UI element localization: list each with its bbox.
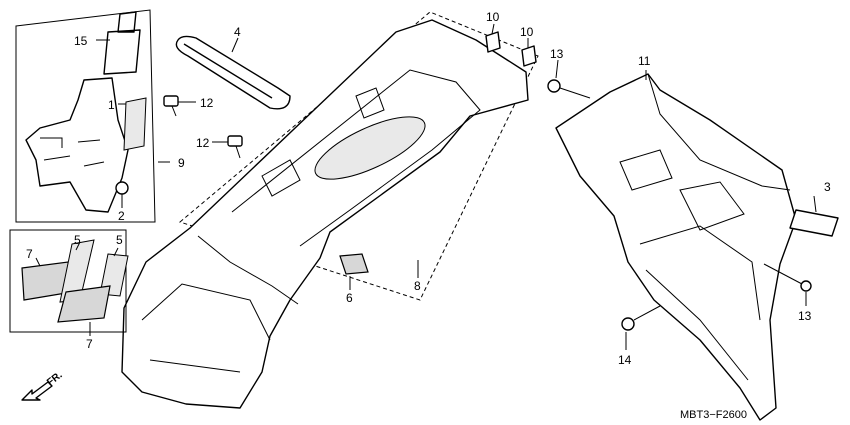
front-direction-arrow: FR.	[21, 370, 65, 401]
bolt-part-12-upper	[163, 95, 179, 117]
callout-2: 2	[118, 209, 125, 223]
callout-15: 15	[74, 34, 88, 48]
callout-7-lower: 7	[86, 337, 93, 351]
callout-9: 9	[178, 156, 185, 170]
bolt-part-13-lower	[763, 263, 812, 292]
callout-4: 4	[234, 25, 241, 39]
callout-12-upper: 12	[200, 96, 214, 110]
callout-13-upper: 13	[550, 47, 564, 61]
callout-13-lower: 13	[798, 309, 812, 323]
bolt-part-13-upper	[547, 79, 591, 99]
callout-6: 6	[346, 291, 353, 305]
nut-part-14	[621, 305, 661, 331]
clip-part-10-left	[485, 31, 501, 53]
seal-part-4	[175, 35, 291, 110]
callout-7-upper: 7	[26, 247, 33, 261]
pad-part-1	[123, 97, 147, 151]
strap-part-15	[103, 11, 141, 75]
rear-fender-part-8	[121, 11, 539, 409]
clip-part-10-right	[521, 45, 537, 67]
nut-part-2	[115, 181, 129, 195]
pad-kit-frame	[9, 229, 127, 333]
bracket-kit-group	[15, 9, 156, 223]
callout-14: 14	[618, 353, 632, 367]
callout-12-lower: 12	[196, 136, 210, 150]
rubber-part-3	[789, 209, 839, 237]
callout-10-left: 10	[486, 10, 500, 24]
splash-guard-part-11	[555, 73, 797, 421]
bolt-part-12-lower	[227, 135, 243, 159]
callout-11: 11	[638, 54, 651, 68]
leader-lines	[35, 23, 817, 350]
callout-1: 1	[108, 98, 115, 112]
callout-5-right: 5	[116, 233, 123, 247]
callout-3: 3	[824, 180, 831, 194]
pad-part-5-right	[99, 253, 129, 297]
bracket-part	[25, 77, 129, 213]
pad-part-6	[339, 253, 369, 275]
kit-frame	[15, 9, 156, 223]
callout-10-right: 10	[520, 25, 534, 39]
callout-5-left: 5	[74, 233, 81, 247]
diagram-code: MBT3−F2600	[680, 409, 747, 421]
callout-8: 8	[414, 279, 421, 293]
pad-part-7-lower	[57, 285, 111, 323]
